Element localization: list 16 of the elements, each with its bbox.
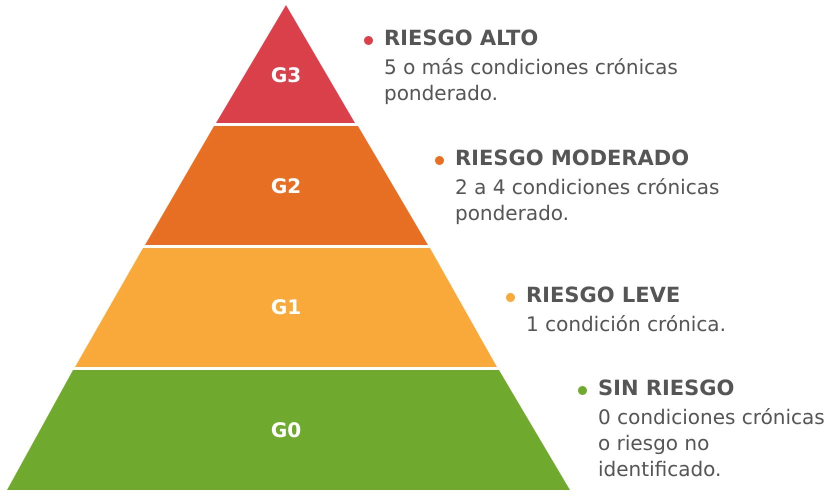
risk-heading: SIN RIESGO bbox=[598, 376, 734, 400]
tier-label: G0 bbox=[270, 418, 302, 442]
risk-description: 5 o más condiciones crónicas ponderado. bbox=[384, 54, 679, 106]
tier-label: G3 bbox=[270, 63, 302, 87]
risk-heading: RIESGO LEVE bbox=[526, 283, 680, 307]
tier-label: G2 bbox=[270, 174, 302, 198]
tier-label: G1 bbox=[270, 295, 302, 319]
pyramid-tier bbox=[216, 5, 355, 123]
risk-heading: RIESGO MODERADO bbox=[455, 146, 690, 170]
risk-description: 2 a 4 condiciones crónicas ponderado. bbox=[455, 174, 720, 226]
risk-description: 1 condición crónica. bbox=[526, 311, 727, 337]
pyramid-tier bbox=[75, 248, 497, 367]
pyramid-tier bbox=[145, 126, 428, 245]
pyramid-tier bbox=[7, 370, 570, 490]
risk-description: 0 condiciones crónicas o riesgo no identificado. bbox=[598, 404, 826, 482]
risk-heading: RIESGO ALTO bbox=[384, 26, 538, 50]
